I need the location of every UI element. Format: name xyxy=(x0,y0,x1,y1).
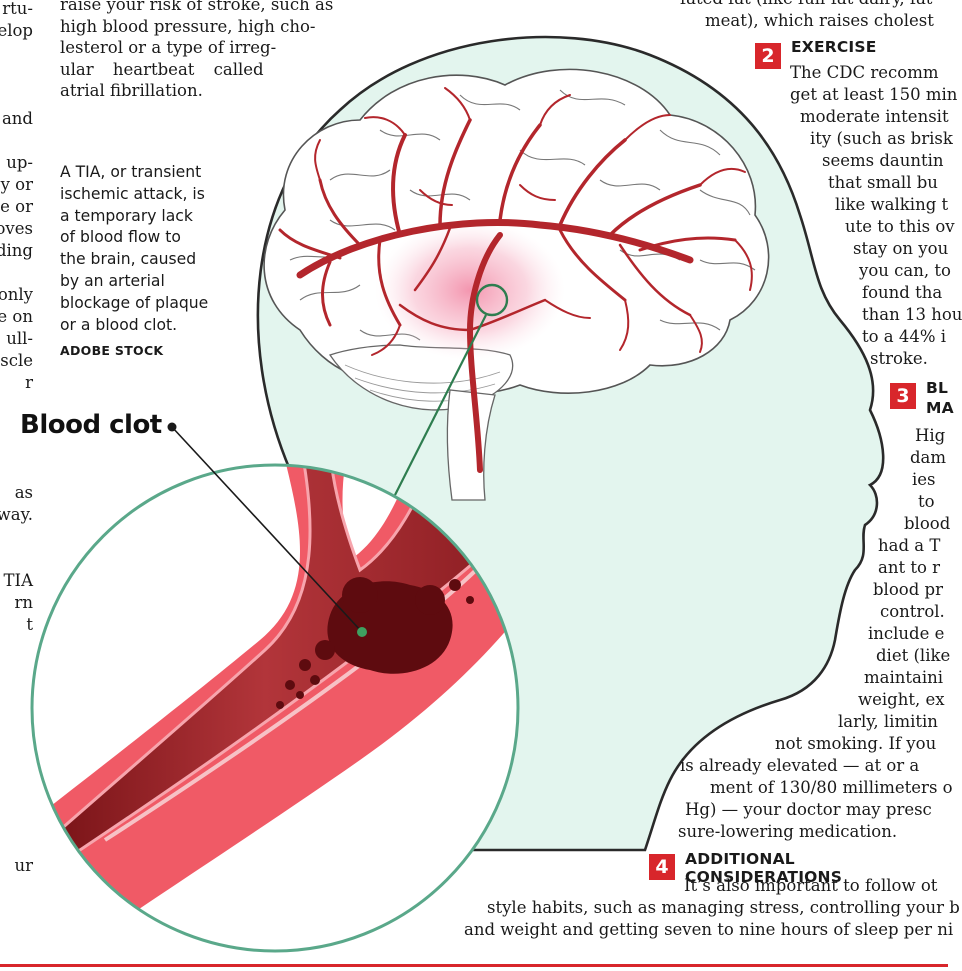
magnified-artery xyxy=(32,465,518,951)
text-line: ur xyxy=(14,856,33,875)
text-line: ity (such as brisk xyxy=(810,129,953,148)
section-number-2: 2 xyxy=(755,43,781,69)
text-line: ute to this ov xyxy=(845,217,955,236)
text-line: ant to r xyxy=(878,558,941,577)
clot-label-pointer xyxy=(171,426,363,633)
bottom-rule xyxy=(0,964,948,967)
text-line: seems dauntin xyxy=(822,151,944,170)
text-line: like walking t xyxy=(835,195,949,214)
section-heading-additional-considerations: ADDITIONAL CONSIDERATIONS xyxy=(685,850,843,886)
text-line: scle xyxy=(0,351,33,370)
caption-line: the brain, caused xyxy=(60,250,197,269)
text-line: up- xyxy=(6,153,33,172)
left-column-fragments: rtu- elop and up- y or e or oves ding on… xyxy=(0,0,33,971)
brain-vessels xyxy=(278,87,753,473)
caption-line: by an arterial xyxy=(60,271,165,290)
text-line: blood xyxy=(904,514,951,533)
text-line: oves xyxy=(0,219,33,238)
text-line: rtu- xyxy=(2,0,33,18)
brain-folds xyxy=(289,89,756,341)
text-line: raise your risk of stroke, such as xyxy=(60,0,334,14)
affected-area-glow xyxy=(375,220,565,360)
text-line: blood pr xyxy=(873,580,943,599)
blood-clot-label: Blood clot xyxy=(20,410,162,440)
text-line: ding xyxy=(0,241,33,260)
text-line: to a 44% i xyxy=(862,327,947,346)
text-line: way. xyxy=(0,505,33,524)
text-line: include e xyxy=(868,624,945,643)
text-line: stroke. xyxy=(870,349,928,368)
text-line: as xyxy=(14,483,33,502)
text-line: that small bu xyxy=(828,173,938,192)
text-line: to xyxy=(918,492,935,511)
text-line: It’s also important to follow ot xyxy=(684,876,938,895)
text-line: sure-lowering medication. xyxy=(678,822,898,841)
text-line: ull- xyxy=(6,329,33,348)
text-line: maintaini xyxy=(864,668,944,687)
caption-line: blockage of plaque xyxy=(60,293,209,312)
text-line: found tha xyxy=(862,283,943,302)
brain-stem xyxy=(446,389,496,501)
text-line: than 13 hou xyxy=(862,305,962,324)
text-line: weight, ex xyxy=(858,690,945,709)
text-line: style habits, such as managing stress, c… xyxy=(487,898,960,917)
text-line: stay on you xyxy=(853,239,949,258)
text-line: is already elevated — at or a xyxy=(680,756,920,775)
text-line: high blood pressure, high cho- xyxy=(60,16,316,36)
text-line: ular heartbeat called xyxy=(60,59,264,79)
clot-mass xyxy=(276,577,474,709)
text-line: and xyxy=(1,109,33,128)
text-line: e or xyxy=(0,197,33,216)
text-line: ies xyxy=(912,470,936,489)
text-line: atrial fibrillation. xyxy=(60,81,203,101)
text-line: larly, limitin xyxy=(838,712,938,731)
section-heading-blood-pressure: BL MA xyxy=(926,378,954,418)
middle-column-text: raise your risk of stroke, such as high … xyxy=(60,0,333,102)
text-line: lesterol or a type of irreg- xyxy=(60,38,277,58)
text-line: elop xyxy=(0,21,33,40)
text-line: dam xyxy=(910,448,947,467)
text-line: TIA xyxy=(3,571,33,590)
text-line: ment of 130/80 millimeters o xyxy=(710,778,953,797)
text-line: Hig xyxy=(915,426,946,445)
text-line: you can, to xyxy=(859,261,951,280)
text-line: had a T xyxy=(878,536,941,555)
text-line: y or xyxy=(0,175,33,194)
caption-line: of blood flow to xyxy=(60,228,181,247)
text-line: Hg) — your doctor may presc xyxy=(685,800,932,819)
text-line: e on xyxy=(0,307,33,326)
section-heading-exercise: EXERCISE xyxy=(791,38,877,56)
illustration-caption: A TIA, or transient ischemic attack, is … xyxy=(60,162,208,336)
text-line: moderate intensit xyxy=(800,107,949,126)
photo-credit: ADOBE STOCK xyxy=(60,343,164,358)
text-line: rn xyxy=(14,593,33,612)
text-line: meat), which raises cholest xyxy=(705,10,934,30)
text-line: control. xyxy=(880,602,945,621)
heading-line: MA xyxy=(926,399,954,417)
caption-line: or a blood clot. xyxy=(60,315,178,334)
top-right-text: fated fat (like full-fat dairy, fat meat… xyxy=(680,0,934,31)
text-line: get at least 150 min xyxy=(790,85,958,104)
text-line: The CDC recomm xyxy=(790,63,939,82)
text-line: fated fat (like full-fat dairy, fat xyxy=(680,0,934,10)
text-line: not smoking. If you xyxy=(775,734,937,753)
brain-clot-marker xyxy=(475,283,509,317)
magnifier-ring xyxy=(30,463,520,953)
text-line: r xyxy=(25,373,33,392)
text-line: only xyxy=(0,285,33,304)
text-line: and weight and getting seven to nine hou… xyxy=(464,920,954,939)
text-line: t xyxy=(26,615,33,634)
section-number-3: 3 xyxy=(890,383,916,409)
heading-line: BL xyxy=(926,379,949,397)
text-line: diet (like xyxy=(876,646,951,665)
caption-line: ischemic attack, is xyxy=(60,184,205,203)
caption-line: a temporary lack xyxy=(60,206,193,225)
caption-line: A TIA, or transient xyxy=(60,163,202,181)
section-number-4: 4 xyxy=(649,854,675,880)
